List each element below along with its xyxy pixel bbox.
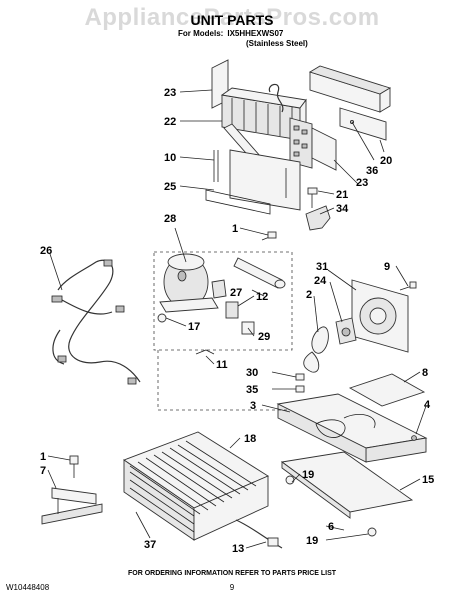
callout-12: 12: [256, 291, 268, 303]
machine-base-pan: [276, 393, 428, 463]
finish-label: (Stainless Steel): [246, 39, 308, 48]
page-number: 9: [229, 583, 235, 592]
callout-31: 31: [316, 261, 328, 273]
callout-23-top: 23: [164, 87, 176, 99]
callout-19-lower: 19: [306, 535, 318, 547]
callout-29: 29: [258, 331, 270, 343]
callout-11: 11: [216, 359, 228, 371]
evaporator-assembly: [205, 59, 313, 215]
callout-7: 7: [40, 465, 46, 477]
callout-18: 18: [244, 433, 256, 445]
callout-labels: 23 22 10 25 28 1 20 36 23 21 34 26 31 9 …: [40, 87, 434, 555]
callout-30: 30: [246, 367, 258, 379]
models-block: For Models:IX5HHEXWS07 (Stainless Steel): [178, 29, 308, 49]
bottom-left-rail: [41, 455, 103, 525]
callout-26: 26: [40, 245, 52, 257]
screw-and-bracket: [305, 187, 331, 231]
leader-lines: [47, 89, 427, 549]
callout-25: 25: [164, 181, 176, 193]
callout-19-upper: 19: [302, 469, 314, 481]
callout-23-right: 23: [356, 177, 368, 189]
bolt: [195, 349, 215, 355]
callout-27: 27: [230, 287, 242, 299]
callout-8: 8: [422, 367, 428, 379]
models-label: For Models:: [178, 29, 224, 38]
condenser-fan-assembly: [295, 279, 417, 393]
mounting-bracket: [348, 373, 426, 407]
callout-34: 34: [336, 203, 349, 215]
compressor-assembly: [157, 231, 286, 335]
callout-36: 36: [366, 165, 378, 177]
callout-4: 4: [424, 399, 431, 411]
page-title: UNIT PARTS: [190, 12, 274, 28]
callout-13: 13: [232, 543, 244, 555]
callout-6: 6: [328, 521, 334, 533]
document-number: W10448408: [6, 583, 50, 592]
callout-2: 2: [306, 289, 312, 301]
callout-15: 15: [422, 474, 434, 486]
compressor-kit-outline: [153, 251, 293, 351]
callout-10: 10: [164, 152, 176, 164]
callout-22: 22: [164, 116, 176, 128]
drain-pan-edge: [281, 461, 351, 519]
air-duct-assembly: [308, 65, 392, 171]
ordering-note: FOR ORDERING INFORMATION REFER TO PARTS …: [127, 570, 337, 577]
callout-35: 35: [246, 384, 258, 396]
watermark-text: AppliancePartsPros.com: [84, 4, 380, 31]
grommet: [367, 527, 377, 537]
callout-37: 37: [144, 539, 156, 551]
callout-9: 9: [384, 261, 390, 273]
small-cap: [267, 537, 279, 547]
callout-24: 24: [314, 275, 327, 287]
callout-1-bottom: 1: [40, 451, 46, 463]
callout-3: 3: [250, 400, 256, 412]
callout-21: 21: [336, 189, 348, 201]
callout-17: 17: [188, 321, 200, 333]
models-value: IX5HHEXWS07: [227, 29, 284, 38]
wiring-harness: [51, 259, 141, 385]
grommet: [285, 475, 295, 485]
condenser-coil: [123, 431, 283, 549]
callout-20: 20: [380, 155, 392, 167]
leader-line: [157, 350, 290, 411]
callout-28: 28: [164, 213, 176, 225]
callout-1-top: 1: [232, 223, 238, 235]
